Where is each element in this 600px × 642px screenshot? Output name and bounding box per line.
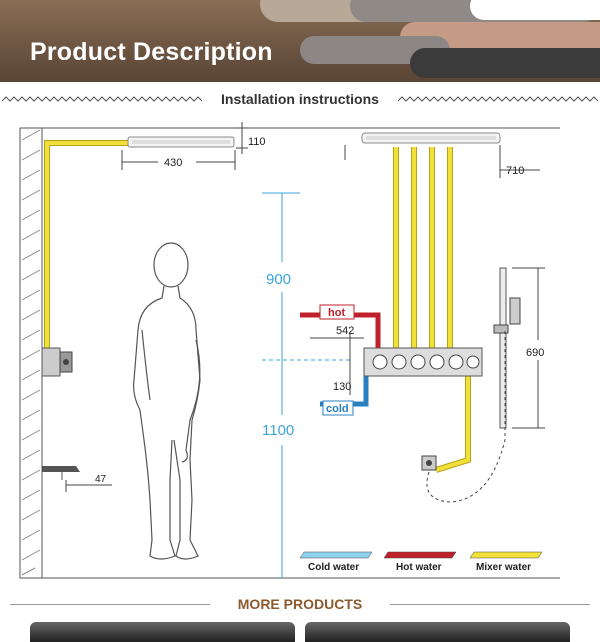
legend-mixer [469,551,543,559]
installation-diagram: 110 430 47 900 1100 [19,122,560,579]
more-products-title: MORE PRODUCTS [237,596,363,612]
height-dimension [262,192,350,578]
banner-stripe [470,0,600,20]
section-title: Installation instructions [221,91,379,107]
wall-valve-left [41,347,73,377]
left-wall [19,127,43,579]
dimension-542-label: 542 [336,325,354,337]
height-900-label: 900 [266,271,291,288]
dimension-542 [310,332,364,395]
handshower-outlet [421,455,437,471]
product-description-banner: Product Description [0,0,600,82]
banner-stripe [410,48,600,78]
dimension-110-label: 110 [248,136,266,148]
dimension-710-label: 710 [506,165,524,177]
tub-spout-left [42,466,80,480]
product-thumbnail[interactable] [30,622,295,642]
thermostatic-valve [363,347,483,377]
zigzag-divider-left [2,96,202,102]
dimension-47-label: 47 [95,474,107,485]
dimension-430-label: 430 [164,157,182,169]
mixer-pipes-vertical [393,147,453,350]
legend-mixer-label: Mixer water [476,562,531,573]
dimension-690 [512,267,545,429]
more-products-divider-left [10,604,210,605]
mixer-pipe-handshower [435,375,471,473]
human-figure [133,242,201,560]
slide-bar [493,267,521,429]
zigzag-divider-right [398,96,598,102]
rain-head-side [127,136,235,148]
mixer-pipe-left [44,140,130,350]
dimension-47 [65,480,112,492]
product-thumbnail[interactable] [305,622,570,642]
cold-label: cold [326,403,349,415]
handshower-hose [426,330,506,503]
hot-label-box [319,304,355,320]
dimension-110 [236,122,248,154]
legend-hot-label: Hot water [396,562,442,573]
legend-cold [299,551,373,559]
dimension-430 [121,150,236,170]
height-1100-label: 1100 [262,422,294,439]
more-products-divider-right [390,604,590,605]
dimension-130-label: 130 [333,381,351,393]
rain-head-ceiling [361,132,501,144]
legend-cold-label: Cold water [308,562,359,573]
dimension-690-label: 690 [526,347,544,359]
cold-label-box [322,400,354,416]
legend-hot [383,551,457,559]
banner-title: Product Description [30,38,273,66]
dimension-710 [344,145,540,178]
hot-label: hot [328,307,345,319]
